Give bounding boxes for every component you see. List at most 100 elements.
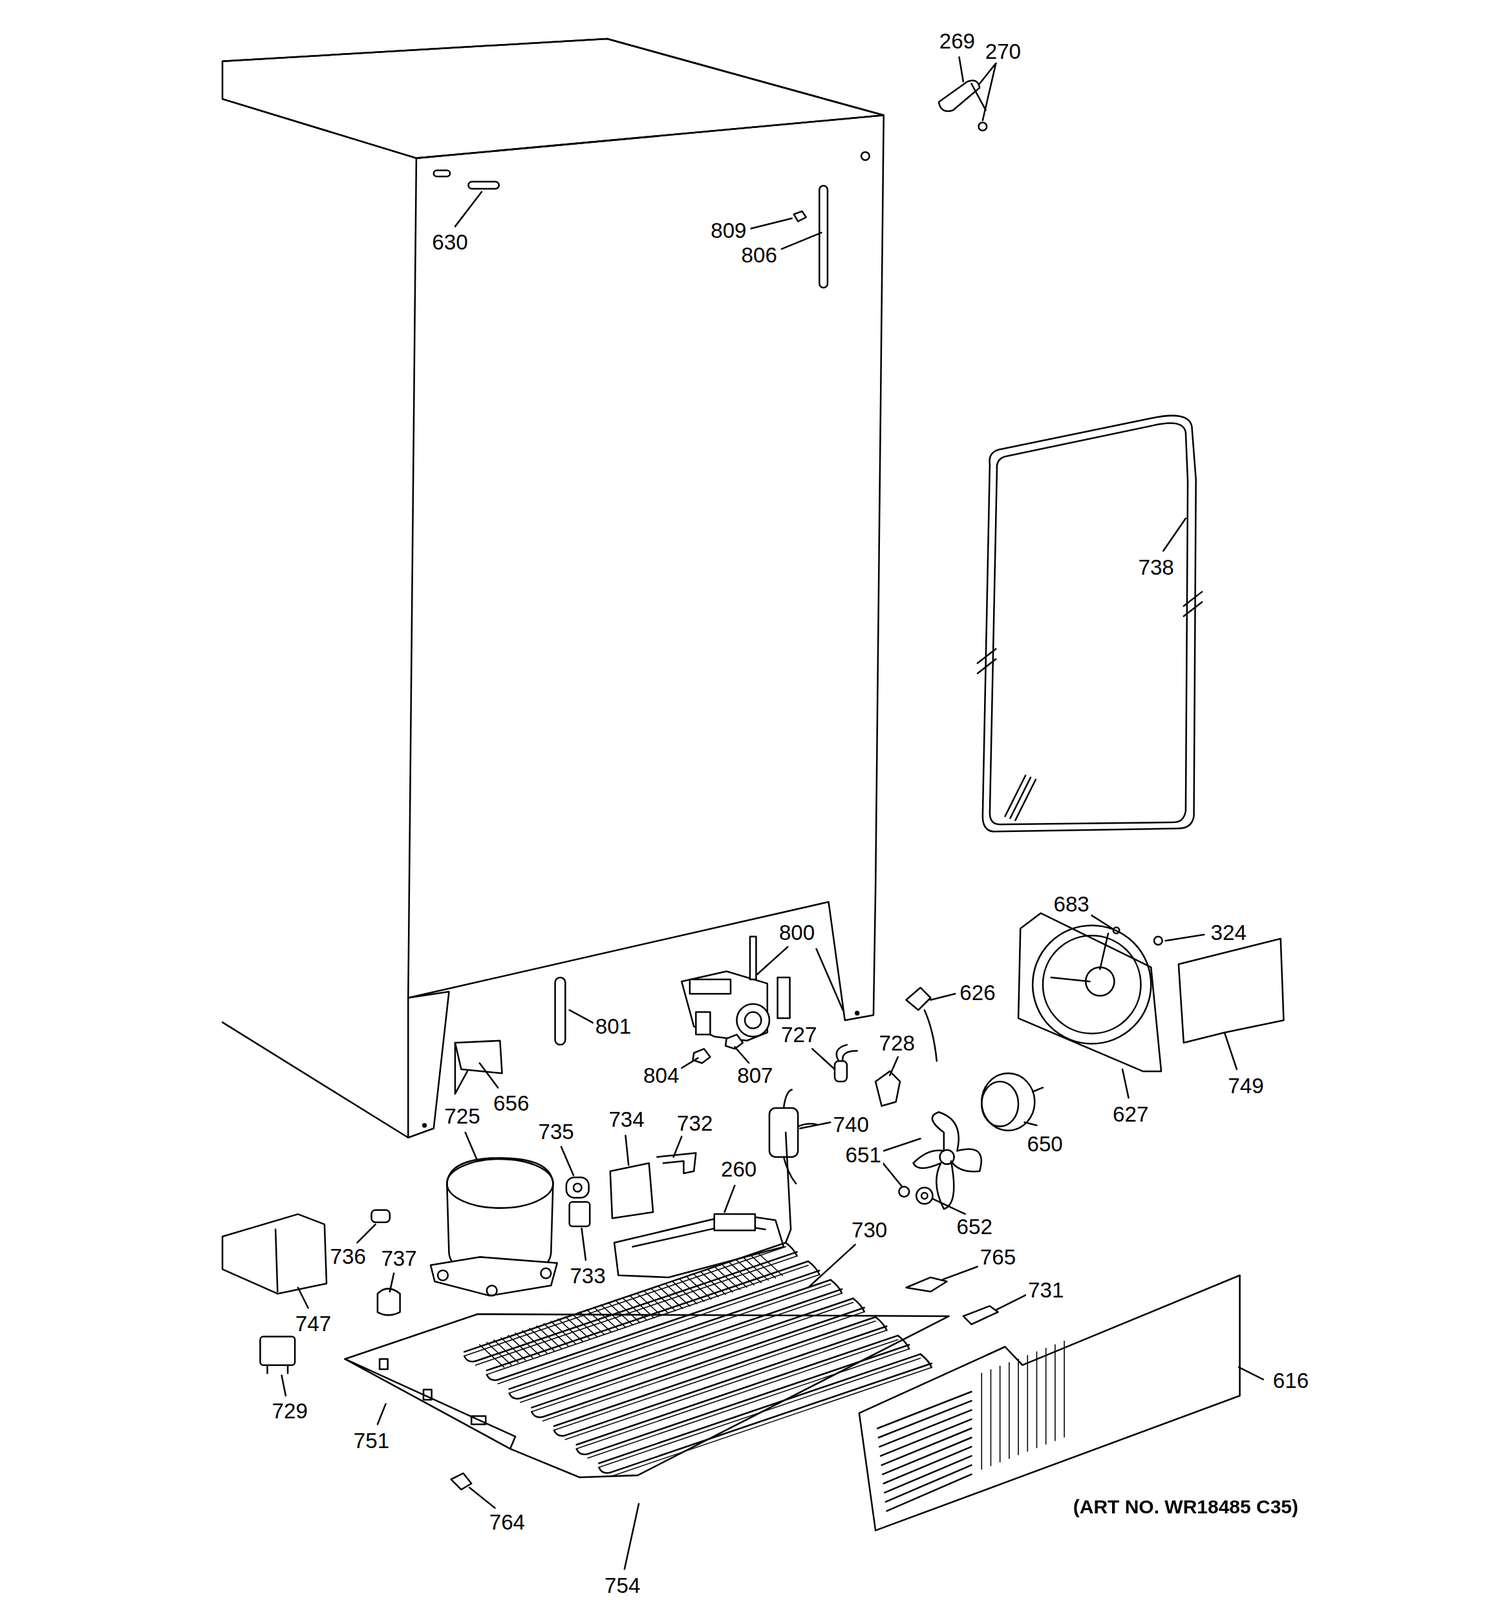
- leader-lines: [377, 1404, 386, 1425]
- base-plate: [344, 1359, 516, 1437]
- compressor: [437, 1270, 449, 1281]
- water-valve: [777, 977, 791, 1019]
- callout-number: 627: [1110, 1102, 1151, 1126]
- front-grille: [877, 1392, 972, 1429]
- callout-number: 754: [602, 1573, 643, 1597]
- leader-lines: [1238, 1367, 1264, 1380]
- refrigerator-cabinet: [422, 1123, 427, 1127]
- base-plate: [471, 1416, 486, 1425]
- electrical-components: [569, 1201, 591, 1227]
- callout-number: 751: [351, 1428, 392, 1453]
- condenser-coil: [486, 1342, 512, 1365]
- door-gasket: [1183, 601, 1202, 617]
- leader-lines: [982, 63, 997, 121]
- leader-lines: [1024, 1122, 1038, 1126]
- front-grille: [1054, 1344, 1056, 1441]
- refrigerator-cabinet: [222, 1022, 408, 1138]
- fan-assembly: [913, 1112, 982, 1210]
- front-grille: [883, 1446, 972, 1484]
- refrigerator-cabinet: [875, 115, 884, 890]
- callout-number: 747: [293, 1311, 334, 1336]
- condenser-coil: [636, 1293, 662, 1316]
- callout-number: 651: [843, 1143, 884, 1167]
- condenser-coil: [464, 1356, 476, 1363]
- condenser-coil: [579, 1311, 604, 1335]
- compressor: [486, 1285, 498, 1297]
- condenser-coil: [576, 1339, 899, 1449]
- fan-assembly: [981, 1081, 1019, 1127]
- bracket: [454, 1042, 457, 1094]
- condenser-coil: [615, 1300, 641, 1323]
- refrigerator-cabinet: [407, 998, 410, 1138]
- callout-number: 806: [739, 243, 780, 267]
- bracket: [455, 1071, 468, 1094]
- door-gasket: [1009, 777, 1031, 819]
- leader-lines: [1165, 934, 1204, 941]
- electrical-components: [259, 1336, 295, 1365]
- leader-lines: [389, 1273, 394, 1292]
- condenser-coil: [497, 1275, 820, 1385]
- electrical-components: [610, 1163, 654, 1219]
- leader-lines: [808, 1244, 856, 1288]
- condenser-coil: [509, 1284, 831, 1394]
- condenser-coil: [515, 1333, 540, 1356]
- condenser-coil: [643, 1291, 669, 1314]
- front-grille: [1026, 1355, 1029, 1452]
- leader-lines: [1163, 518, 1186, 552]
- leader-lines: [781, 232, 822, 249]
- art-number-note: (ART NO. WR18485 C35): [1071, 1497, 1301, 1519]
- drain-pan: [614, 1214, 784, 1278]
- condenser-coil: [586, 1309, 611, 1333]
- front-grille: [859, 1275, 1241, 1532]
- front-grille: [878, 1401, 972, 1438]
- fan-assembly: [1099, 933, 1109, 970]
- leader-lines: [889, 1057, 899, 1076]
- leader-lines: [298, 1287, 309, 1309]
- fan-assembly: [898, 1186, 910, 1197]
- callout-number: 800: [777, 920, 818, 944]
- compressor: [430, 1256, 558, 1296]
- leader-lines: [625, 1135, 629, 1166]
- fan-assembly: [981, 1073, 1035, 1131]
- door-gasket: [1005, 775, 1027, 816]
- condenser-coil: [722, 1265, 747, 1288]
- base-plate: [423, 1390, 432, 1401]
- condenser-coil: [576, 1335, 899, 1446]
- wiring-parts: [769, 1108, 798, 1158]
- door-gasket: [989, 422, 1188, 825]
- door-gasket: [977, 659, 996, 674]
- leader-lines: [281, 56, 1264, 1570]
- water-valve: [693, 1048, 711, 1063]
- fan-assembly: [916, 1187, 933, 1204]
- condenser-coil: [520, 1289, 842, 1399]
- callout-number: 733: [567, 1264, 608, 1288]
- callout-number: 728: [876, 1031, 917, 1055]
- leader-lines: [1224, 1032, 1237, 1070]
- refrigerator-cabinet: [222, 38, 884, 159]
- drain-tube-part: [793, 80, 987, 288]
- condenser-coil: [479, 1344, 505, 1368]
- callout-number: 269: [937, 29, 978, 53]
- wiring-parts: [451, 1473, 472, 1490]
- door-gasket: [977, 415, 1202, 832]
- leader-lines: [1122, 1069, 1129, 1098]
- fan-assembly: [940, 1150, 955, 1165]
- front-grille: [884, 1456, 972, 1493]
- wiring-parts: [963, 1306, 999, 1325]
- fan-assembly: [1154, 936, 1163, 946]
- base-plate: [344, 1314, 949, 1479]
- front-grille: [1045, 1348, 1047, 1445]
- water-valve: [689, 979, 731, 994]
- electrical-components: [377, 1288, 401, 1316]
- condenser-coil: [508, 1335, 533, 1359]
- condenser-coil: [693, 1274, 719, 1297]
- door-gasket: [982, 415, 1197, 832]
- condenser-coil: [543, 1311, 865, 1422]
- condenser-coil: [531, 1412, 543, 1418]
- front-grille: [880, 1419, 972, 1457]
- electrical-components: [566, 1177, 590, 1199]
- leader-lines: [799, 1122, 831, 1129]
- callout-number: 652: [954, 1214, 995, 1239]
- condenser-coil: [785, 1132, 791, 1243]
